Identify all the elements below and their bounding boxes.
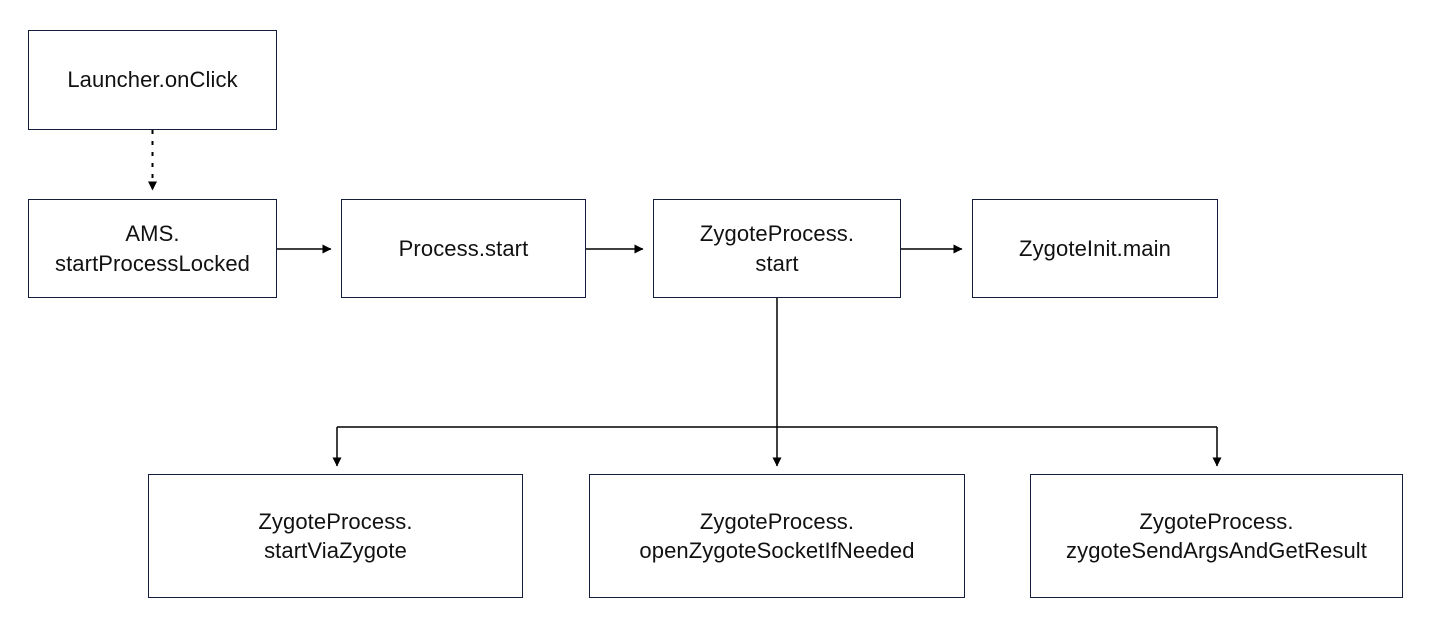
node-zygoteprocess-openzygotesocketifneeded[interactable]: ZygoteProcess. openZygoteSocketIfNeeded <box>589 474 965 598</box>
node-label: ZygoteInit.main <box>1019 235 1171 261</box>
node-label: ZygoteProcess. startViaZygote <box>258 508 413 563</box>
node-zygoteprocess-startviazygote[interactable]: ZygoteProcess. startViaZygote <box>148 474 523 598</box>
node-label: Launcher.onClick <box>67 67 238 93</box>
node-label: ZygoteProcess. start <box>699 221 855 276</box>
node-zygoteprocess-zygotesendargsandgetresult[interactable]: ZygoteProcess. zygoteSendArgsAndGetResul… <box>1030 474 1403 598</box>
node-label: ZygoteProcess. zygoteSendArgsAndGetResul… <box>1066 508 1367 563</box>
node-label: Process.start <box>398 235 529 261</box>
node-zygoteinit-main[interactable]: ZygoteInit.main <box>972 199 1218 298</box>
node-label: ZygoteProcess. openZygoteSocketIfNeeded <box>639 508 915 563</box>
node-launcher-onclick[interactable]: Launcher.onClick <box>28 30 277 130</box>
node-zygoteprocess-start[interactable]: ZygoteProcess. start <box>653 199 901 298</box>
node-label: AMS. startProcessLocked <box>55 221 250 276</box>
node-process-start[interactable]: Process.start <box>341 199 586 298</box>
node-ams-startprocesslocked[interactable]: AMS. startProcessLocked <box>28 199 277 298</box>
